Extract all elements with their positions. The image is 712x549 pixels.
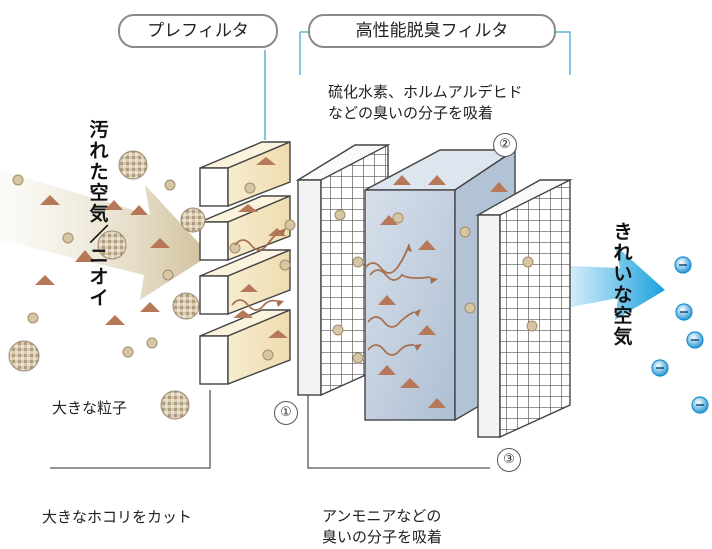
ammonia-note: アンモニアなどの 臭いの分子を吸着 bbox=[322, 507, 443, 546]
prefilter-label: プレフィルタ bbox=[118, 14, 278, 48]
prefilter-slab-4 bbox=[199, 308, 291, 386]
clean-air-arrow bbox=[545, 245, 665, 320]
clean-air-dots bbox=[651, 256, 709, 414]
bracket-lines bbox=[50, 390, 490, 469]
small-particles bbox=[12, 174, 538, 364]
prefilter-stack bbox=[199, 140, 291, 386]
clean-dot-2 bbox=[675, 303, 693, 321]
deodorizing-filter-label: 高性能脱臭フィルタ bbox=[308, 14, 556, 48]
dirty-air-label: 汚れた空気／ニオイ bbox=[89, 119, 109, 309]
hydrogen-sulfide-note: 硫化水素、ホルムアルデヒド などの臭いの分子を吸着 bbox=[328, 83, 523, 122]
prefilter-slab-1 bbox=[199, 140, 291, 208]
clean-dot-3 bbox=[686, 331, 704, 349]
marker-3: ③ bbox=[497, 448, 521, 472]
marker-2: ② bbox=[493, 133, 517, 157]
flow-arrowheads bbox=[276, 228, 438, 351]
clean-dot-4 bbox=[651, 359, 669, 377]
clean-air-label: きれいな空気 bbox=[613, 221, 633, 348]
clean-dot-5 bbox=[691, 396, 709, 414]
prefilter-slab-2 bbox=[199, 194, 291, 262]
large-particles bbox=[8, 150, 206, 420]
prefilter-slab-3 bbox=[199, 248, 291, 316]
flow-arrows bbox=[231, 230, 431, 356]
marker-1: ① bbox=[274, 401, 298, 425]
large-particles-label: 大きな粒子 bbox=[52, 399, 128, 417]
grid-filter-back bbox=[475, 178, 573, 439]
clean-dot-1 bbox=[674, 256, 692, 274]
odor-molecules bbox=[35, 157, 508, 408]
cut-dust-label: 大きなホコリをカット bbox=[42, 508, 193, 526]
